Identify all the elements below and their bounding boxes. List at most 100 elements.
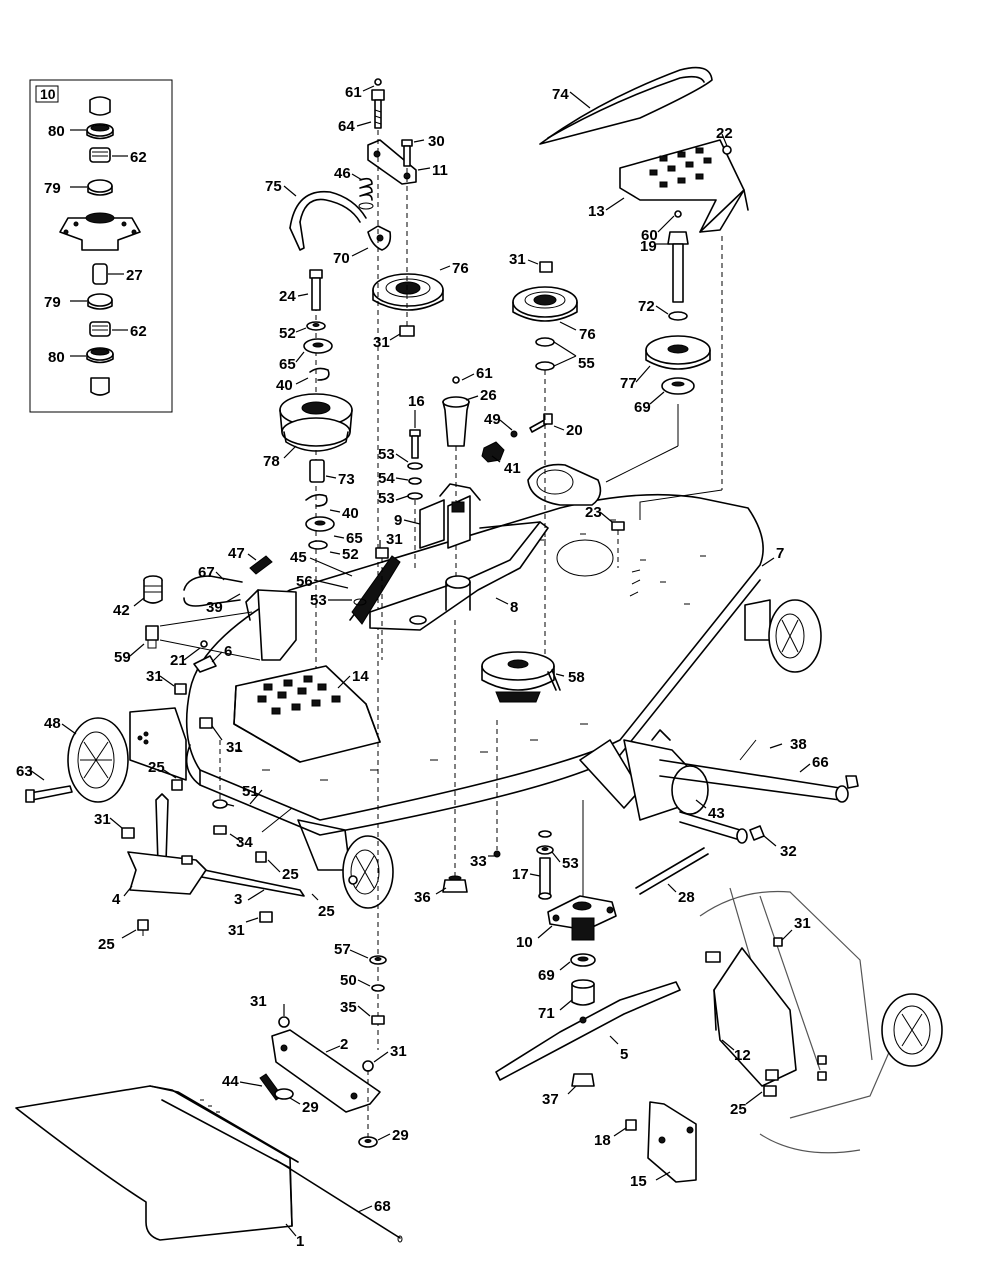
callout-80: 80 bbox=[48, 349, 65, 366]
callout-47: 47 bbox=[228, 545, 245, 562]
callout-37: 37 bbox=[542, 1091, 559, 1108]
callout-16: 16 bbox=[408, 393, 425, 410]
callout-76: 76 bbox=[579, 326, 596, 343]
callout-65: 65 bbox=[346, 530, 363, 547]
right-pulley-stack bbox=[512, 66, 749, 660]
callout-79: 79 bbox=[44, 294, 61, 311]
callout-44: 44 bbox=[222, 1073, 239, 1090]
callout-21: 21 bbox=[170, 652, 187, 669]
callout-5: 5 bbox=[620, 1046, 628, 1063]
front-right-wheel bbox=[744, 599, 822, 673]
spindle-inset: 10 bbox=[29, 79, 173, 413]
callout-13: 13 bbox=[588, 203, 605, 220]
callout-52: 52 bbox=[342, 546, 359, 563]
callout-48: 48 bbox=[44, 715, 61, 732]
rod-28 bbox=[635, 847, 709, 895]
callout-29: 29 bbox=[302, 1099, 319, 1116]
callout-36: 36 bbox=[414, 889, 431, 906]
callout-50: 50 bbox=[340, 972, 357, 989]
callout-62: 62 bbox=[130, 323, 147, 340]
callout-64: 64 bbox=[338, 118, 355, 135]
callout-11: 11 bbox=[432, 162, 448, 179]
callout-61: 61 bbox=[476, 365, 493, 382]
callout-25: 25 bbox=[98, 936, 115, 953]
callout-30: 30 bbox=[428, 133, 445, 150]
callout-8: 8 bbox=[510, 599, 518, 616]
callout-20: 20 bbox=[566, 422, 583, 439]
leader-lines bbox=[29, 85, 811, 1237]
callout-74: 74 bbox=[552, 86, 569, 103]
callout-24: 24 bbox=[279, 288, 296, 305]
callout-14: 14 bbox=[352, 668, 369, 685]
callout-68: 68 bbox=[374, 1198, 391, 1215]
callout-31: 31 bbox=[94, 811, 111, 828]
callout-31: 31 bbox=[228, 922, 245, 939]
callout-69: 69 bbox=[634, 399, 651, 416]
callout-43: 43 bbox=[708, 805, 725, 822]
callout-31: 31 bbox=[146, 668, 163, 685]
callout-46: 46 bbox=[334, 165, 351, 182]
center-hardware bbox=[442, 620, 554, 900]
side-shield-view bbox=[625, 887, 943, 1183]
callout-51: 51 bbox=[242, 783, 259, 800]
callout-19: 19 bbox=[640, 238, 657, 255]
center-idler-assembly bbox=[349, 376, 553, 660]
callout-4: 4 bbox=[112, 891, 121, 908]
callout-29: 29 bbox=[392, 1127, 409, 1144]
callout-39: 39 bbox=[206, 599, 223, 616]
callout-9: 9 bbox=[394, 512, 402, 529]
callout-53: 53 bbox=[310, 592, 327, 609]
callout-55: 55 bbox=[578, 355, 595, 372]
callout-26: 26 bbox=[480, 387, 497, 404]
callout-71: 71 bbox=[538, 1005, 555, 1022]
lower-washers bbox=[369, 955, 387, 1025]
callout-54: 54 bbox=[378, 470, 395, 487]
blade-spindle-assembly bbox=[495, 800, 681, 1087]
callout-66: 66 bbox=[812, 754, 829, 771]
left-wheel bbox=[25, 707, 187, 803]
callout-53: 53 bbox=[562, 855, 579, 872]
callout-31: 31 bbox=[386, 531, 403, 548]
callout-79: 79 bbox=[44, 180, 61, 197]
callout-25: 25 bbox=[282, 866, 299, 883]
callout-27: 27 bbox=[126, 267, 143, 284]
callout-40: 40 bbox=[342, 505, 359, 522]
callout-31: 31 bbox=[373, 334, 390, 351]
callout-69: 69 bbox=[538, 967, 555, 984]
callout-60: 60 bbox=[641, 227, 658, 244]
callout-31: 31 bbox=[226, 739, 243, 756]
callout-59: 59 bbox=[114, 649, 131, 666]
discharge-chute bbox=[15, 1016, 403, 1243]
callout-45: 45 bbox=[290, 549, 307, 566]
callout-49: 49 bbox=[484, 411, 501, 428]
front-left-wheel bbox=[297, 819, 394, 909]
callout-25: 25 bbox=[148, 759, 165, 776]
callout-70: 70 bbox=[333, 250, 350, 267]
callout-10: 10 bbox=[516, 934, 533, 951]
callout-53: 53 bbox=[378, 446, 395, 463]
callout-58: 58 bbox=[568, 669, 585, 686]
callout-18: 18 bbox=[594, 1132, 611, 1149]
callout-38: 38 bbox=[790, 736, 807, 753]
callout-32: 32 bbox=[780, 843, 797, 860]
left-bracket-assembly bbox=[143, 555, 297, 729]
callout-17: 17 bbox=[512, 866, 529, 883]
callout-75: 75 bbox=[265, 178, 282, 195]
callout-33: 33 bbox=[470, 853, 487, 870]
callout-65: 65 bbox=[279, 356, 296, 373]
front-axle-bar bbox=[121, 740, 305, 936]
callout-1: 1 bbox=[296, 1233, 304, 1250]
rear-right-wheel bbox=[527, 463, 602, 506]
callout-31: 31 bbox=[250, 993, 267, 1010]
callout-7: 7 bbox=[776, 545, 784, 562]
callout-31: 31 bbox=[390, 1043, 407, 1060]
callout-56: 56 bbox=[296, 573, 313, 590]
callout-52: 52 bbox=[279, 325, 296, 342]
callout-12: 12 bbox=[734, 1047, 751, 1064]
callout-35: 35 bbox=[340, 999, 357, 1016]
callout-15: 15 bbox=[630, 1173, 647, 1190]
callout-23: 23 bbox=[585, 504, 602, 521]
callout-31: 31 bbox=[509, 251, 526, 268]
idler-arm-stack bbox=[279, 78, 444, 1050]
